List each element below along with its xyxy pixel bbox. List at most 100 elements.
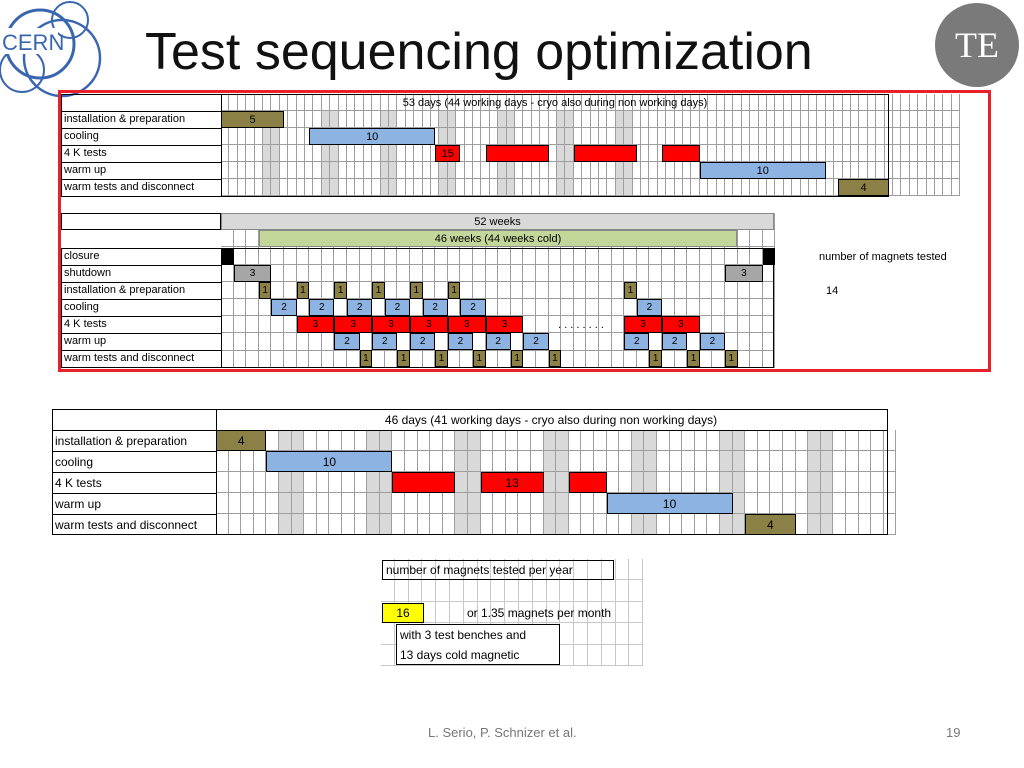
gantt-bar: 1 bbox=[410, 282, 423, 299]
gantt-bar: 3 bbox=[334, 316, 373, 333]
column-line bbox=[216, 409, 217, 535]
gantt-bar: 4 bbox=[216, 430, 267, 451]
table2-row-label: cooling bbox=[64, 301, 99, 313]
gantt-bar bbox=[662, 145, 700, 162]
gantt-bar: 2 bbox=[485, 333, 511, 350]
gantt-bar: 2 bbox=[447, 333, 473, 350]
column-line bbox=[221, 94, 222, 197]
slide-title: Test sequencing optimization bbox=[145, 23, 813, 81]
row-line bbox=[52, 451, 216, 452]
table3-header: 46 days (41 working days - cryo also dur… bbox=[384, 412, 718, 427]
row-line bbox=[61, 333, 221, 334]
gantt-bar: 2 bbox=[460, 299, 486, 316]
gantt-bar: 13 bbox=[480, 472, 544, 493]
gantt-bar: 2 bbox=[410, 333, 436, 350]
gantt-bar: 2 bbox=[636, 299, 662, 316]
gantt-bar: 1 bbox=[687, 350, 700, 367]
header-line bbox=[216, 430, 888, 431]
continuation-dots: . . . . . . . . bbox=[558, 318, 604, 331]
gantt-bar: 2 bbox=[372, 333, 398, 350]
row-line bbox=[61, 111, 221, 112]
gantt-bar: 2 bbox=[347, 299, 373, 316]
table2-row-label: warm up bbox=[64, 335, 107, 347]
gantt-bar bbox=[573, 145, 637, 162]
table2-row-label: warm tests and disconnect bbox=[64, 352, 195, 364]
row-line bbox=[52, 430, 216, 431]
gantt-bar: 3 bbox=[372, 316, 410, 333]
gantt-bar bbox=[485, 145, 549, 162]
row-line bbox=[61, 179, 221, 180]
magnets-tested-value: 14 bbox=[826, 284, 839, 297]
gantt-bar bbox=[392, 472, 456, 493]
header-inner-fill bbox=[259, 230, 737, 247]
row-line bbox=[61, 265, 221, 266]
te-logo: TE bbox=[935, 3, 1019, 87]
table1-row-label: warm up bbox=[64, 164, 107, 176]
svg-text:CERN: CERN bbox=[2, 30, 64, 55]
gantt-bar: 2 bbox=[271, 299, 297, 316]
gantt-bar: 4 bbox=[838, 179, 889, 196]
gantt-bar: 1 bbox=[435, 350, 448, 367]
gantt-bar: 1 bbox=[624, 282, 637, 299]
cern-logo: CERN bbox=[0, 1, 102, 98]
column-line bbox=[221, 248, 222, 368]
gantt-bar: 10 bbox=[266, 451, 393, 472]
summary-box: number of magnets tested per year 16 or … bbox=[381, 559, 644, 666]
gantt-bar: 10 bbox=[699, 162, 826, 179]
gantt-bar: 1 bbox=[725, 350, 738, 367]
table1-row-label: installation & preparation bbox=[64, 113, 186, 125]
gantt-bar: 2 bbox=[662, 333, 688, 350]
gantt-bar: 1 bbox=[359, 350, 373, 367]
gantt-bar: 3 bbox=[485, 316, 524, 333]
gantt-bar: 2 bbox=[334, 333, 360, 350]
schedule-table-2: 52 weeks 46 weeks (44 weeks cold) closur… bbox=[61, 213, 988, 369]
gantt-bar: 2 bbox=[422, 299, 448, 316]
table2-header-outer: 52 weeks bbox=[474, 215, 521, 228]
highlight-frame bbox=[58, 90, 991, 372]
gantt-bar: 2 bbox=[523, 333, 549, 350]
gantt-bar: 1 bbox=[258, 282, 272, 299]
gantt-bar: 3 bbox=[624, 316, 662, 333]
gantt-bar: 3 bbox=[410, 316, 448, 333]
gantt-bar: 3 bbox=[725, 265, 763, 282]
gantt-bar: 2 bbox=[384, 299, 410, 316]
header-outer-fill bbox=[221, 213, 774, 230]
page-number: 19 bbox=[946, 725, 961, 740]
gantt-bar: 2 bbox=[624, 333, 650, 350]
table3-row-label: warm up bbox=[55, 496, 102, 511]
magnets-per-month: or 1.35 magnets per month bbox=[467, 606, 612, 620]
gantt-bar: 4 bbox=[745, 514, 796, 535]
summary-title: number of magnets tested per year bbox=[382, 560, 614, 580]
gantt-bar: 2 bbox=[309, 299, 335, 316]
summary-note-line1: with 3 test benches and bbox=[396, 624, 560, 645]
gantt-bar: 1 bbox=[296, 282, 310, 299]
row-line bbox=[52, 514, 216, 515]
row-line bbox=[61, 316, 221, 317]
magnets-per-year-value: 16 bbox=[382, 603, 424, 623]
gantt-bar: 10 bbox=[309, 128, 436, 145]
gantt-bar: 3 bbox=[296, 316, 335, 333]
schedule-table-3: 46 days (41 working days - cryo also dur… bbox=[52, 409, 897, 535]
table1-row-label: 4 K tests bbox=[64, 147, 107, 159]
magnets-tested-label: number of magnets tested bbox=[819, 250, 947, 263]
row-line bbox=[61, 282, 221, 283]
gantt-bar: 1 bbox=[649, 350, 662, 367]
gantt-bar: 1 bbox=[397, 350, 410, 367]
gantt-bar: 1 bbox=[372, 282, 385, 299]
schedule-table-1: 53 days (44 working days - cryo also dur… bbox=[61, 94, 988, 197]
row-line bbox=[61, 128, 221, 129]
row-line bbox=[61, 350, 221, 351]
table2-row-label: 4 K tests bbox=[64, 318, 107, 330]
table1-row-label: cooling bbox=[64, 130, 99, 142]
row-line bbox=[61, 162, 221, 163]
table3-row-label: cooling bbox=[55, 454, 94, 469]
table1-header: 53 days (44 working days - cryo also dur… bbox=[402, 96, 708, 109]
gantt-bar bbox=[568, 472, 607, 493]
gantt-bar: 1 bbox=[510, 350, 524, 367]
row-line bbox=[52, 493, 216, 494]
gantt-bar: 3 bbox=[233, 265, 272, 282]
summary-note-line2: 13 days cold magnetic bbox=[396, 645, 560, 665]
row-line bbox=[61, 94, 221, 95]
row-line bbox=[61, 196, 221, 197]
table1-row-label: warm tests and disconnect bbox=[64, 181, 195, 193]
